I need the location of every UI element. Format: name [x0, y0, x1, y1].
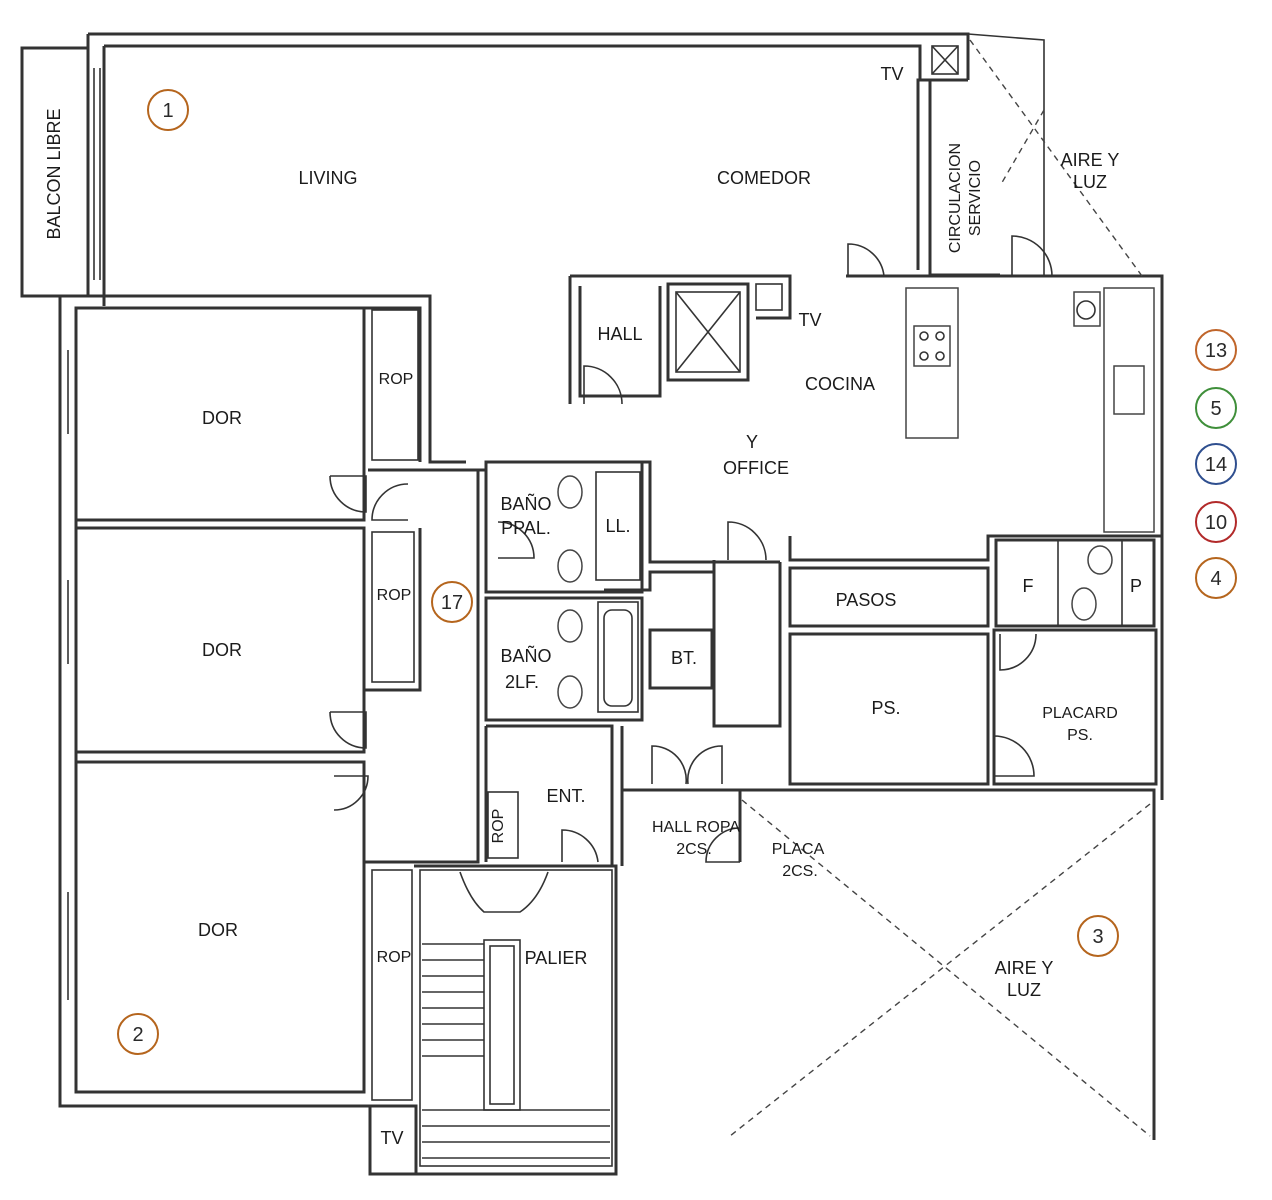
tv-top-label: TV [880, 64, 903, 84]
bt-outline [648, 628, 714, 690]
palier-label: PALIER [525, 948, 588, 968]
hall-ropa-label-1: HALL ROPA [652, 819, 740, 836]
circulacion-label: CIRCULACION [947, 143, 964, 253]
bano-2lf-label-2: 2LF. [505, 672, 539, 692]
svg-text:14: 14 [1205, 454, 1227, 476]
rop-2-label: ROP [377, 587, 412, 604]
marker-1: 1 [147, 89, 189, 131]
airshaft-top-diagonal-1 [969, 39, 1143, 277]
svg-text:13: 13 [1205, 340, 1227, 362]
living-label: LIVING [298, 168, 357, 188]
ps-label: PS. [871, 698, 900, 718]
tv-kitchen-label: TV [798, 310, 821, 330]
svg-text:3: 3 [1092, 926, 1103, 948]
bano-ppal-outline [484, 460, 644, 594]
dor-2-outline [74, 526, 366, 754]
marker-4: 4 [1195, 557, 1237, 599]
svg-text:5: 5 [1210, 398, 1221, 420]
cocina-label: COCINA [805, 374, 875, 394]
marker-14: 14 [1195, 443, 1237, 485]
rop-3-label: ROP [490, 809, 507, 844]
rop-4-label: ROP [377, 949, 412, 966]
hall-ropa-label-2: 2CS. [676, 841, 712, 858]
ent-label: ENT. [546, 786, 585, 806]
stair-treads [422, 943, 610, 1159]
bt-label: BT. [671, 648, 697, 668]
aire-luz-top-label-2: LUZ [1073, 172, 1107, 192]
dor-3-label: DOR [198, 920, 238, 940]
marker-13: 13 [1195, 329, 1237, 371]
svg-text:1: 1 [162, 100, 173, 122]
svg-text:4: 4 [1210, 568, 1221, 590]
servicio-label: SERVICIO [967, 160, 984, 236]
aire-luz-bottom-label-2: LUZ [1007, 980, 1041, 1000]
bano-2lf-label-1: BAÑO [500, 645, 551, 666]
hall-label: HALL [597, 324, 642, 344]
y-label: Y [746, 432, 758, 452]
airshaft-top-diagonal-2 [999, 109, 1045, 187]
balcon-label: BALCON LIBRE [44, 108, 64, 239]
tv-bottom-label: TV [380, 1128, 403, 1148]
ps-outline [788, 632, 990, 786]
bano-ppal-label-2: PPAL. [501, 518, 551, 538]
aire-luz-top-label-1: AIRE Y [1061, 150, 1120, 170]
pasos-outline [788, 566, 990, 628]
office-label: OFFICE [723, 458, 789, 478]
court-diagonal-1 [741, 799, 1151, 1137]
dor-3-outline [74, 760, 366, 1094]
bano-2lf-outline [484, 596, 644, 722]
svg-text:2: 2 [132, 1024, 143, 1046]
walls [20, 32, 1164, 1176]
placard-label-2: PS. [1067, 727, 1093, 744]
rop-1-label: ROP [379, 371, 414, 388]
placa-label-1: PLACA [772, 841, 825, 858]
placa-label-2: 2CS. [782, 863, 818, 880]
svg-text:10: 10 [1205, 512, 1227, 534]
service-bath-outline [994, 538, 1156, 628]
dor-1-outline [74, 306, 366, 522]
pasos-label: PASOS [836, 590, 897, 610]
doors [329, 235, 1053, 863]
court-diagonal-2 [729, 803, 1151, 1137]
elevator-shaft [666, 282, 750, 382]
f-label: F [1023, 576, 1034, 596]
toilets [557, 475, 1113, 709]
comedor-label: COMEDOR [717, 168, 811, 188]
svg-text:17: 17 [441, 592, 463, 614]
placard-outline [992, 628, 1158, 786]
marker-2: 2 [117, 1013, 159, 1055]
bano-ppal-label-1: BAÑO [500, 493, 551, 514]
marker-3: 3 [1077, 915, 1119, 957]
placard-label-1: PLACARD [1042, 705, 1118, 722]
marker-17: 17 [431, 581, 473, 623]
marker-10: 10 [1195, 501, 1237, 543]
dor-1-label: DOR [202, 408, 242, 428]
balcon-outline [20, 46, 90, 298]
aire-luz-bottom-label-1: AIRE Y [995, 958, 1054, 978]
dor-2-label: DOR [202, 640, 242, 660]
ll-label: LL. [605, 516, 630, 536]
marker-5: 5 [1195, 387, 1237, 429]
p-label: P [1130, 576, 1142, 596]
